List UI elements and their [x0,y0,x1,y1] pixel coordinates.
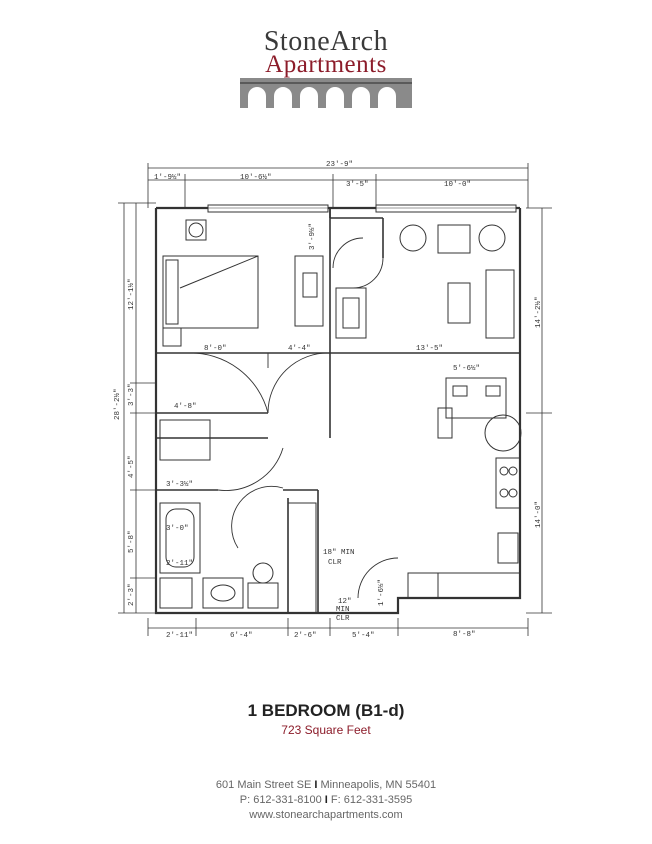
dim-kitchen-width: 5'-6½" [453,364,480,373]
dim-right-1: 14'-2½" [534,296,543,328]
logo-wordmark-top: StoneArch [263,26,389,57]
dim-bottom-1: 2'-11" [166,632,193,640]
footer-contact: P: 612-331-8100 I F: 612-331-3595 [0,794,652,806]
dim-left-3: 4'-5" [128,455,136,478]
fax-number: F: 612-331-3595 [330,794,413,806]
dim-linen: 3'-3½" [166,480,193,489]
dim-closet: 3'-9½" [308,223,317,250]
dim-bed-width: 8'-0" [204,345,227,353]
address-city: Minneapolis, MN 55401 [320,779,437,791]
dim-left-1: 12'-1½" [127,278,136,310]
dim-closet-width: 4'-4" [288,345,311,353]
dim-tub: 3'-0" [166,525,189,533]
dim-left-total: 28'-2½" [113,388,122,420]
dim-right-2: 14'-0" [535,501,543,528]
dim-clearance-2b: MIN [336,606,350,614]
dim-clearance-1b: CLR [328,559,342,567]
dim-bottom-5: 8'-8" [453,631,476,639]
phone-number: P: 612-331-8100 [239,794,322,806]
dim-top-2: 10'-6½" [240,173,272,182]
dim-top-4: 10'-0" [444,181,471,189]
dim-small-vertical: 1'-6½" [377,579,386,606]
address-street: 601 Main Street SE [215,779,312,791]
square-footage: 723 Square Feet [281,723,371,737]
dim-left-5: 2'-3" [128,583,136,606]
footer-address: 601 Main Street SE I Minneapolis, MN 554… [0,779,652,791]
dim-left-4: 5'-8" [128,530,136,553]
dim-clearance-1: 18" MIN [323,549,355,557]
dim-bottom-3: 2'-6" [294,632,317,640]
stonearch-logo: StoneArch Apartments [236,28,416,108]
dim-left-2: 3'-3" [128,383,136,406]
logo-wordmark-bottom: Apartments [265,51,387,78]
dim-top-3: 3'-5" [346,181,369,189]
dim-top-1: 1'-9½" [154,173,181,182]
website-link[interactable]: www.stonearchapartments.com [249,809,403,821]
separator: I [324,794,328,806]
dim-overall-width: 23'-9" [326,161,353,169]
dim-bottom-2: 6'-4" [230,632,253,640]
unit-title: 1 BEDROOM (B1-d) [247,701,405,720]
dim-clearance-2: 12" [338,598,352,606]
dim-clearance-2c: CLR [336,615,350,623]
dim-bottom-4: 5'-4" [352,632,375,640]
stone-arch-bridge-icon [240,78,412,108]
separator: I [314,779,318,791]
dim-vanity: 2'-11" [166,560,193,568]
dim-shelf: 4'-8" [174,403,197,411]
floor-plan-drawing: 23'-9" 1'-9½" 10'-6½" 3'-5" 10'-0" 28'-2… [113,161,552,640]
dim-living-width: 13'-5" [416,345,443,353]
